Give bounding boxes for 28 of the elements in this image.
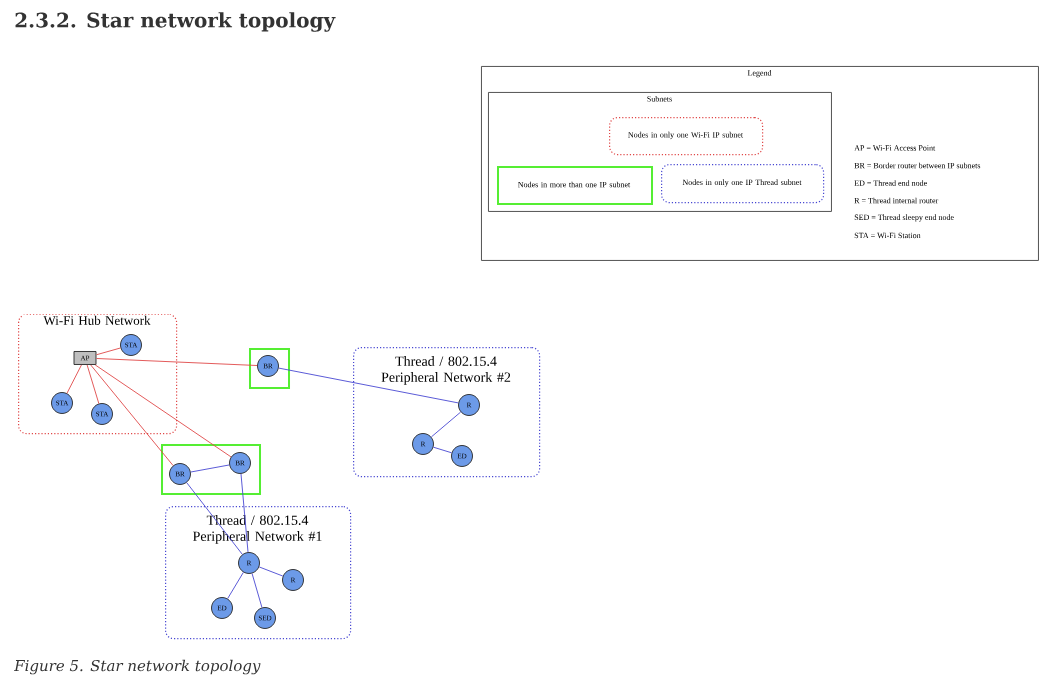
connection-line [258,566,284,577]
connection-line [66,364,82,394]
connection-line [433,446,452,454]
connection-line [251,573,263,608]
figure-caption: Figure 5. Star network topology [13,659,261,675]
subnet-sample-box: Nodes in only one Wi-Fi IP subnet [609,117,764,156]
subnet-sample-box: Nodes in only one IP Thread subnet [661,164,825,204]
abbreviation-text: ED = Thread end node [854,180,927,186]
abbreviation-text: BR = Border router between IP subnets [854,162,981,169]
connection-line [227,571,244,600]
connection-line [430,411,462,438]
abbreviation-text: SED = Thread sleepy end node [854,214,954,222]
connection-line [96,347,121,356]
connection-line [190,464,230,473]
connection-line [278,367,459,404]
connection-line [94,364,232,458]
connection-line [96,358,258,366]
connection-line [90,364,174,466]
highlight-box [249,348,290,389]
abbreviation-text: AP = Wi-Fi Access Point [854,145,936,151]
section-title: 2.3.2. Star network topology [15,12,336,32]
abbreviation-text: R = Thread internal router [854,197,939,204]
connection-line [240,473,249,553]
subnet-sample-box: Nodes in more than one IP subnet [497,166,653,205]
connection-line [86,364,100,404]
abbreviation-text: STA = Wi-Fi Station [854,232,921,239]
connection-line [186,482,243,555]
highlight-box [161,444,261,495]
